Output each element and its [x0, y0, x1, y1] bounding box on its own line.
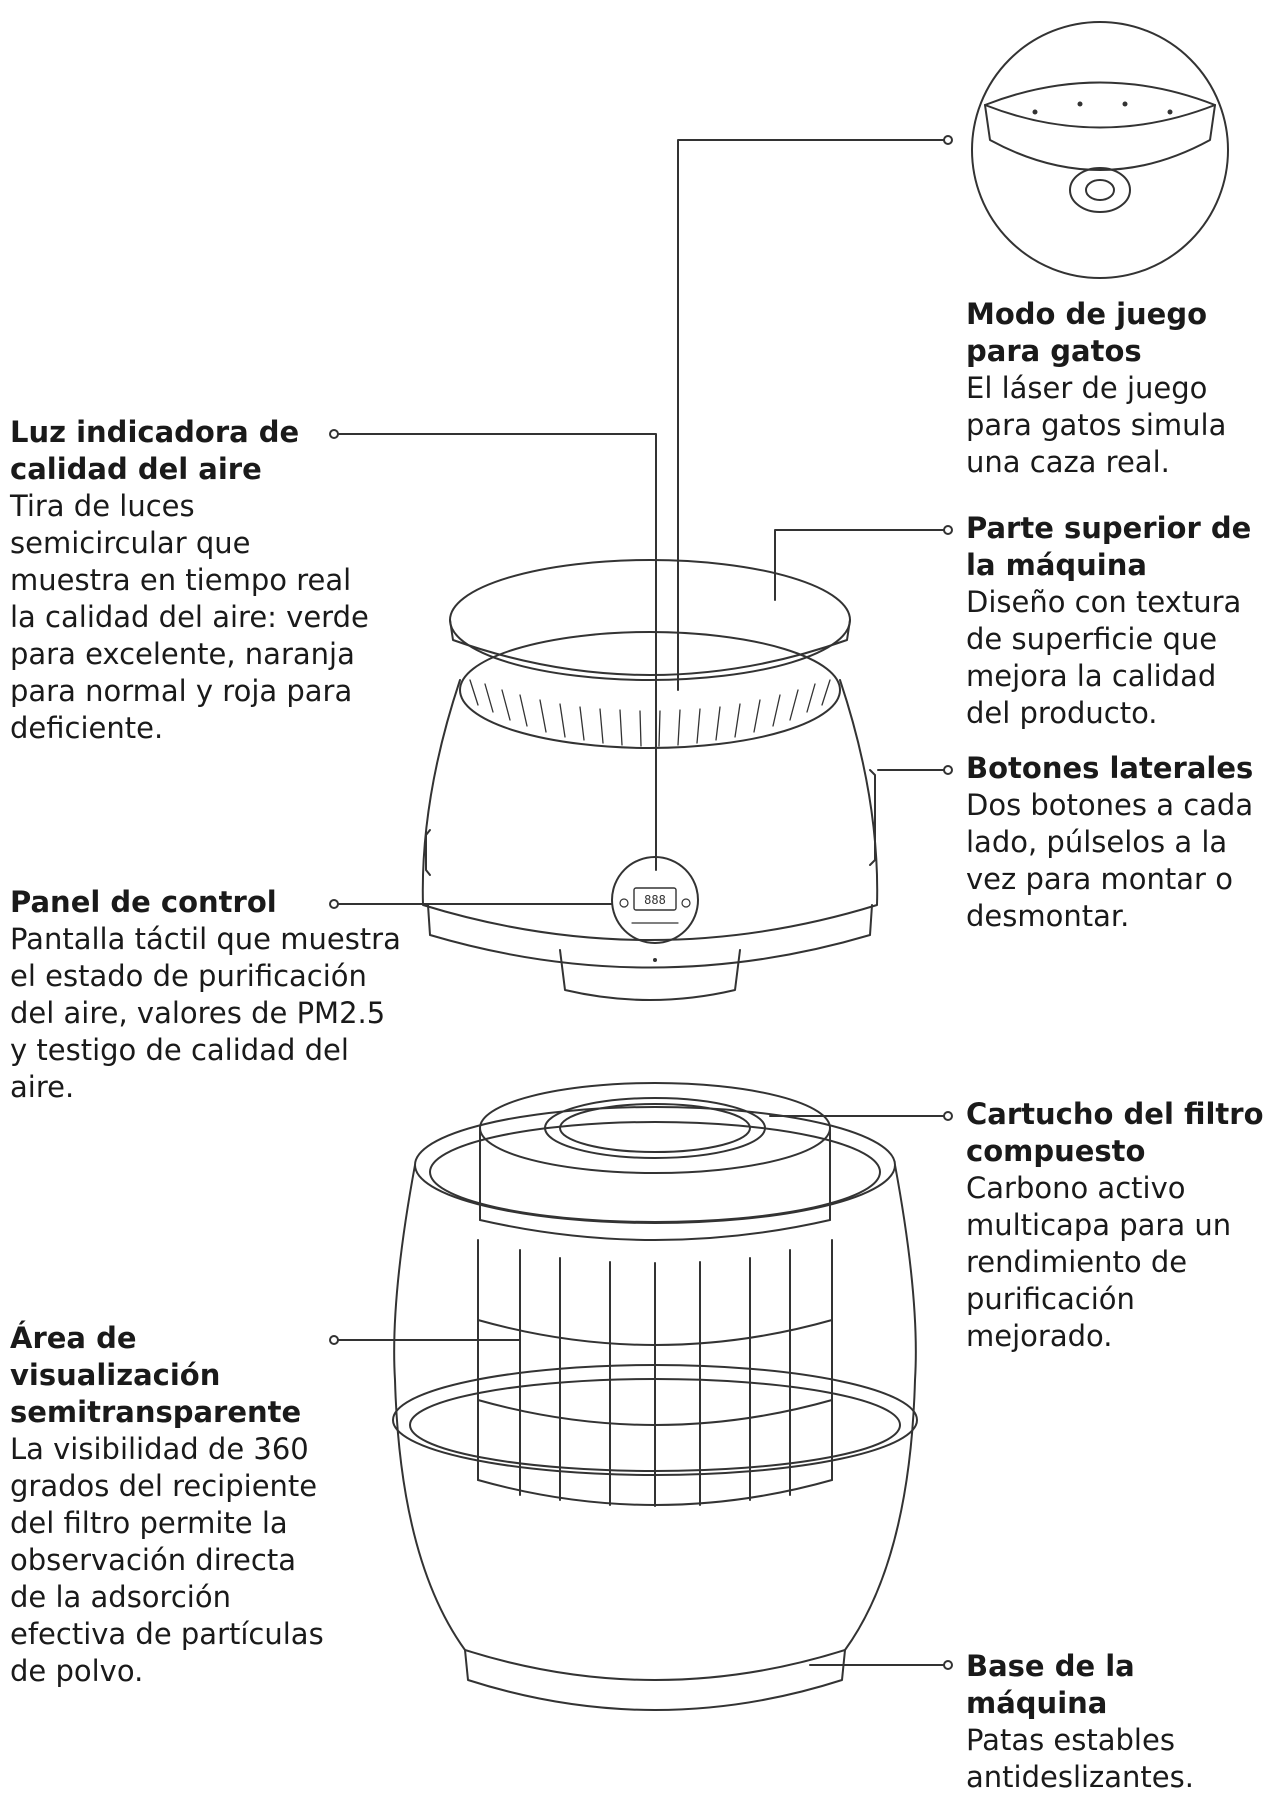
filter-cartridge — [478, 1083, 832, 1506]
callout-description: El láser de juego para gatos simula una … — [966, 370, 1266, 481]
callout-control-panel: Panel de control Pantalla táctil que mue… — [10, 884, 410, 1106]
callout-machine-top: Parte superior de la máquina Diseño con … — [966, 510, 1266, 732]
display-digits: 888 — [644, 893, 666, 907]
callout-machine-base: Base de la máquina Patas estables antide… — [966, 1648, 1266, 1796]
control-panel-display: 888 — [612, 857, 698, 962]
laser-detail-view — [972, 22, 1228, 278]
callout-description: Tira de luces semicircular que muestra e… — [10, 488, 370, 747]
callout-description: Patas estables antideslizantes. — [966, 1722, 1266, 1796]
callout-title: Área de visualización semitransparente — [10, 1320, 330, 1431]
callout-visualization-area: Área de visualización semitransparente L… — [10, 1320, 330, 1690]
callout-description: Dos botones a cada lado, púlselos a la v… — [966, 787, 1266, 935]
callout-air-quality-light: Luz indicadora de calidad del aire Tira … — [10, 414, 370, 747]
callout-cat-play-mode: Modo de juego para gatos El láser de jue… — [966, 296, 1266, 481]
callout-title: Base de la máquina — [966, 1648, 1266, 1722]
callout-description: Pantalla táctil que muestra el estado de… — [10, 921, 410, 1106]
callout-title: Botones laterales — [966, 750, 1266, 787]
callout-title: Modo de juego para gatos — [966, 296, 1266, 370]
callout-title: Parte superior de la máquina — [966, 510, 1266, 584]
lower-unit — [393, 1083, 917, 1710]
callout-title: Luz indicadora de calidad del aire — [10, 414, 370, 488]
upper-unit: 888 — [423, 560, 877, 1000]
callout-side-buttons: Botones laterales Dos botones a cada lad… — [966, 750, 1266, 935]
callout-title: Panel de control — [10, 884, 410, 921]
callout-description: La visibilidad de 360 grados del recipie… — [10, 1431, 330, 1690]
callout-title: Cartucho del filtro compuesto — [966, 1096, 1266, 1170]
callout-filter-cartridge: Cartucho del filtro compuesto Carbono ac… — [966, 1096, 1266, 1355]
callout-description: Diseño con textura de superficie que mej… — [966, 584, 1266, 732]
callout-description: Carbono activo multicapa para un rendimi… — [966, 1170, 1266, 1355]
